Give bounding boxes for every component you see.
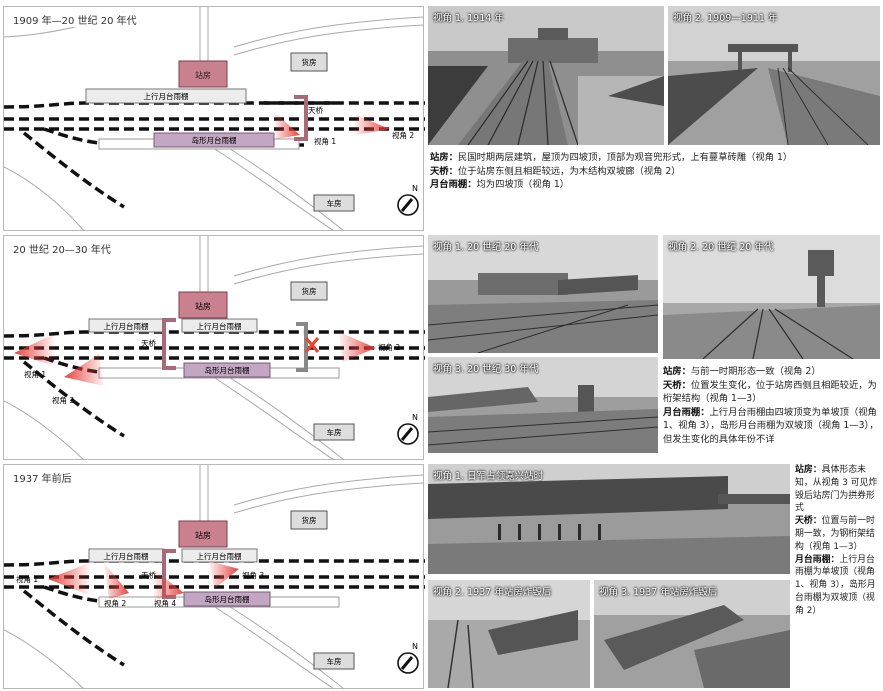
photo-yard-1930s: [428, 357, 658, 453]
svg-text:货房: 货房: [302, 515, 317, 525]
photo-panel2-view3: 视角 3. 20 世纪 30 年代: [428, 357, 658, 453]
island-platform-label: 岛形月台雨棚: [192, 135, 237, 145]
compass-icon: N: [397, 184, 419, 216]
car-shed-label: 车房: [327, 198, 342, 208]
upper-platform-canopy: [85, 88, 247, 104]
svg-text:视角 2: 视角 2: [104, 598, 126, 608]
station-label: 站房: [195, 70, 211, 80]
desc-row: 天桥：位于站房东侧且相距较远，为木结构双坡廊（视角 2）: [430, 165, 681, 177]
compass-icon: N: [397, 642, 419, 674]
svg-text:视角 1: 视角 1: [16, 574, 38, 584]
panel-1-description: 站房：民国时期两层建筑，屋顶为四坡顶，顶部为观音兜形式，上有蔓草砖雕（视角 1）…: [430, 151, 880, 192]
svg-text:上行月台雨棚: 上行月台雨棚: [197, 321, 242, 331]
desc-row: 站房：民国时期两层建筑，屋顶为四坡顶，顶部为观音兜形式，上有蔓草砖雕（视角 1）: [430, 152, 793, 163]
svg-text:上行月台雨棚: 上行月台雨棚: [104, 321, 149, 331]
photo-bombed-2: [594, 580, 790, 688]
view-1-label: 视角 1: [314, 136, 336, 146]
svg-text:视角 4: 视角 4: [154, 598, 176, 608]
svg-text:岛形月台雨棚: 岛形月台雨棚: [205, 365, 250, 375]
svg-text:天桥: 天桥: [141, 338, 156, 348]
svg-text:视角 2: 视角 2: [378, 342, 400, 352]
svg-text:N: N: [412, 184, 418, 193]
svg-text:N: N: [412, 642, 418, 651]
svg-text:货房: 货房: [302, 286, 317, 296]
car-shed: [313, 194, 355, 212]
photo-tracks-footbridge: [668, 6, 880, 145]
footbridge: [294, 95, 308, 141]
svg-text:视角 3: 视角 3: [242, 570, 264, 580]
compass-icon: N: [397, 413, 419, 445]
photo-bombed-1: [428, 580, 590, 688]
desc-row: 月台雨棚：均为四坡顶（视角 1）: [430, 179, 570, 191]
site-plan-1909: 站房 上行月台雨棚 岛形月台雨棚 货房 天桥 视角 1 视角 2 车房 N 19…: [3, 6, 425, 232]
panel-3-description: 站房：具体形态未知，从视角 3 可见炸毁后站房门为拱券形式 天桥：位置与前一时期…: [795, 465, 878, 616]
view-2-label: 视角 2: [392, 130, 414, 140]
station-building: [178, 60, 228, 88]
svg-text:上行月台雨棚: 上行月台雨棚: [197, 551, 242, 561]
view-cone-2: [354, 115, 390, 135]
freight-house: [290, 52, 328, 72]
photo-panel3-view1: 视角 1. 日军占领嘉兴站时: [428, 464, 790, 574]
photo-platform-1920s: [428, 235, 658, 353]
panel-1-title: 1909 年—20 世纪 20 年代: [11, 12, 139, 27]
svg-text:视角 1: 视角 1: [24, 369, 46, 379]
photo-caption: 视角 2. 1909—1911 年: [673, 13, 778, 24]
photo-panel2-view2: 视角 2. 20 世纪 20 年代: [663, 235, 880, 359]
svg-text:站房: 站房: [195, 530, 211, 540]
view-cone-1: [274, 112, 300, 139]
removed-mark-icon: [304, 337, 320, 353]
upper-platform-label: 上行月台雨棚: [144, 91, 189, 101]
photo-panel2-view1: 视角 1. 20 世纪 20 年代: [428, 235, 658, 353]
svg-text:岛形月台雨棚: 岛形月台雨棚: [205, 594, 250, 604]
svg-text:N: N: [412, 413, 418, 422]
photo-station-1914: [428, 6, 664, 145]
photo-water-tower: [663, 235, 880, 359]
photo-troops-platform: [428, 464, 790, 574]
freight-label: 货房: [302, 57, 317, 67]
footbridge-label: 天桥: [308, 105, 323, 115]
svg-text:视角 3: 视角 3: [52, 395, 74, 405]
photo-panel3-view2: 视角 2. 1937 年站房炸毁后: [428, 580, 590, 688]
svg-text:天桥: 天桥: [141, 570, 156, 580]
panel-2-title: 20 世纪 20—30 年代: [11, 241, 113, 256]
svg-text:站房: 站房: [195, 301, 211, 311]
photo-panel1-view2: 视角 2. 1909—1911 年: [668, 6, 880, 145]
site-plan-1920s-30s: 站房 上行月台雨棚 上行月台雨棚 岛形月台雨棚 货房 天桥 视角 1 视角 3 …: [3, 235, 425, 461]
photo-panel3-view3: 视角 3. 1937 年站房炸毁后: [594, 580, 790, 688]
svg-text:车房: 车房: [327, 656, 342, 666]
photo-panel1-view1: 视角 1. 1914 年: [428, 6, 664, 145]
site-plan-1937: 站房 上行月台雨棚 上行月台雨棚 岛形月台雨棚 货房 天桥 视角 1 视角 2 …: [3, 464, 425, 690]
panel-2-description: 站房：与前一时期形态一致（视角 2） 天桥：位置发生变化，位于站房西侧且相距较近…: [663, 366, 879, 445]
island-platform-canopy: [153, 132, 275, 148]
svg-text:车房: 车房: [327, 427, 342, 437]
photo-caption: 视角 1. 1914 年: [433, 13, 504, 24]
svg-text:上行月台雨棚: 上行月台雨棚: [104, 551, 149, 561]
panel-3-title: 1937 年前后: [11, 470, 74, 485]
